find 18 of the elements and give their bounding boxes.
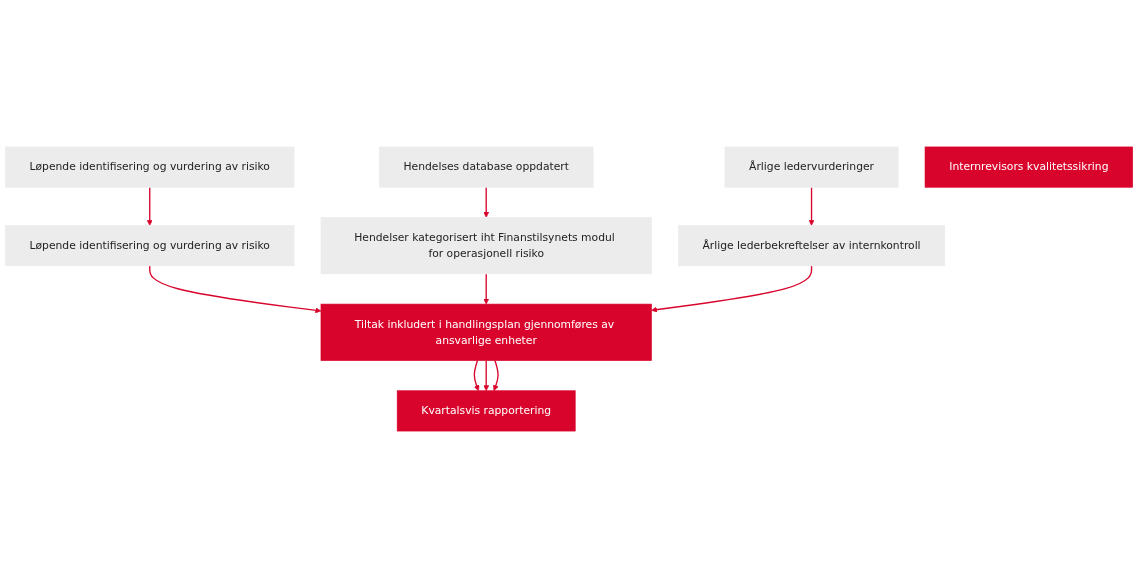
node-box: Hendelser kategorisert iht Finanstilsynets modul for operasjonell risiko [320, 217, 652, 275]
node-box: Hendelses database oppdatert [378, 146, 594, 188]
node-box: Årlige ledervurderinger [724, 146, 899, 188]
arrow [483, 359, 490, 391]
arrow [808, 186, 815, 226]
arrow [473, 359, 480, 391]
node-box: Kvartalsvis rapportering [396, 390, 576, 432]
arrow [483, 273, 490, 305]
node-box: Tiltak inkludert i handlingsplan gjennomføres av ansvarlige enheter [320, 303, 652, 361]
node-box: Internrevisors kvalitetssikring [924, 146, 1133, 188]
arrow [483, 186, 490, 218]
arrow [149, 265, 322, 314]
arrow [651, 265, 813, 313]
arrow [146, 186, 153, 226]
node-box: Årlige lederbekreftelser av internkontroll [677, 225, 946, 267]
node-box: Løpende identifisering og vurdering av risiko [5, 146, 295, 188]
arrow [493, 359, 499, 391]
node-box: Løpende identifisering og vurdering av risiko [5, 225, 295, 267]
